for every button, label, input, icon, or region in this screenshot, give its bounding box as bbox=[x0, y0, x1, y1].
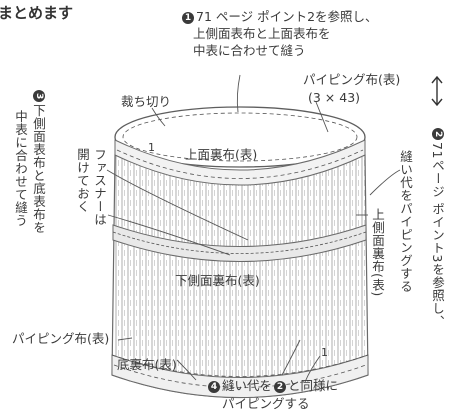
zipper-col1: ファスナーは bbox=[92, 148, 107, 226]
piping-top-size: (3 × 43) bbox=[308, 90, 361, 105]
page-title: まとめます bbox=[0, 4, 74, 22]
step3-col1: 3下側面表布と底表布を bbox=[31, 90, 46, 234]
step4-line2: パイピングする bbox=[222, 396, 310, 411]
step3-marker: 3 bbox=[33, 90, 45, 102]
bottom-lining-label: 底裏布(表) bbox=[117, 357, 177, 372]
top-lining-label: 上面裏布(表) bbox=[185, 147, 258, 162]
step1-line2: 上側面表布と上面表布を bbox=[193, 26, 331, 41]
upper-side-lining-label: 上側面裏布(表) bbox=[370, 208, 385, 297]
piping-top-label: パイピング布(表) bbox=[303, 72, 401, 87]
cut-label: 裁ち切り bbox=[121, 94, 172, 109]
leader-lines bbox=[106, 74, 401, 383]
dimension-mark-top: 1 bbox=[148, 141, 155, 154]
dimension-mark-bottom: 1 bbox=[321, 346, 328, 359]
bottom-piping-band bbox=[111, 354, 369, 398]
step2-col2: 縫い代をパイピングする bbox=[398, 150, 413, 293]
piping-bottom-label: パイピング布(表) bbox=[12, 331, 110, 346]
step3-col2: 中表に合わせて縫う bbox=[13, 110, 28, 227]
step2-marker: 2 bbox=[432, 128, 444, 140]
step1-marker: 1 bbox=[182, 12, 194, 24]
zipper-col2: 開けておく bbox=[75, 148, 90, 213]
top-oval bbox=[114, 106, 366, 168]
lower-side-lining-label: 下側面裏布(表) bbox=[175, 273, 260, 288]
top-piping-band bbox=[114, 139, 366, 186]
dimension-arrow bbox=[431, 75, 443, 107]
step4-ref-marker: 2 bbox=[274, 381, 287, 393]
step4-marker: 4 bbox=[208, 381, 220, 393]
step1-line3: 中表に合わせて縫う bbox=[193, 43, 306, 58]
step2-col1: 271ページ ポイント3を参照し、 bbox=[430, 128, 445, 328]
